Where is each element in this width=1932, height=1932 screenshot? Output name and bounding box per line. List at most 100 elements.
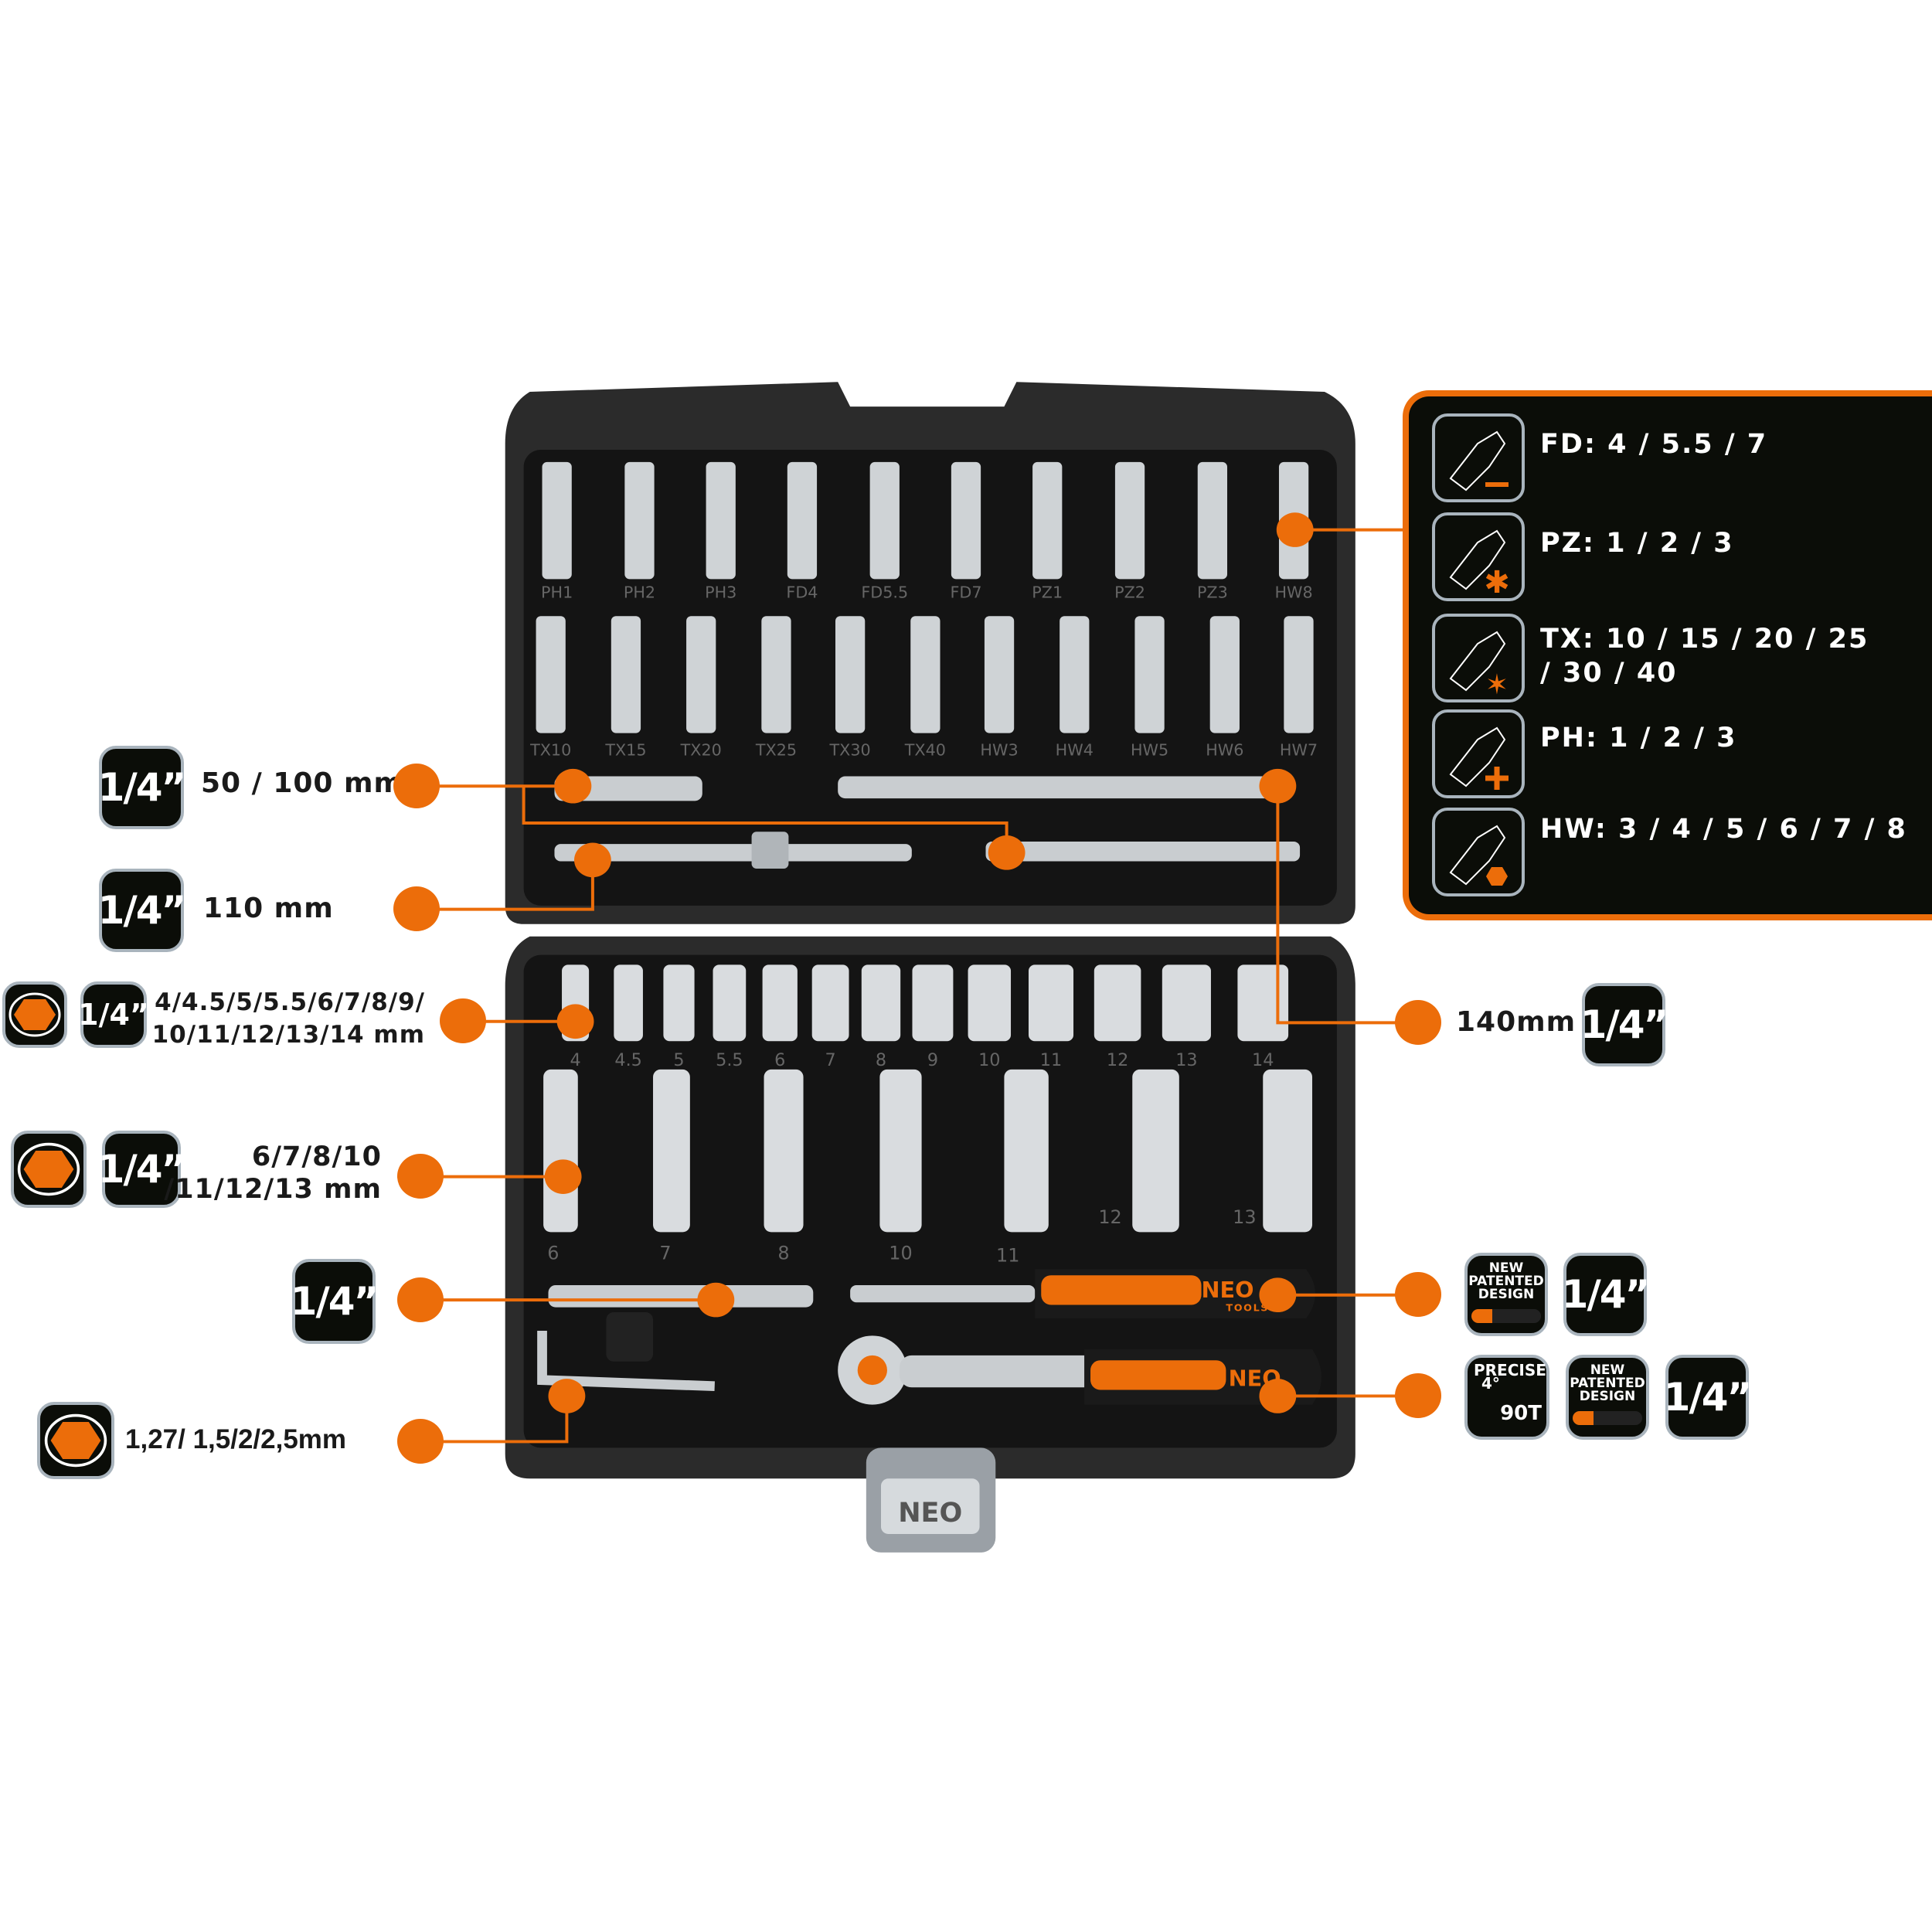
torx-line2: / 30 / 40 — [1540, 658, 1678, 689]
deep-socket-label: 6 — [547, 1242, 559, 1264]
phillips-bit-sizes: PH: 1 / 2 / 3 — [1540, 723, 1737, 753]
bit — [611, 616, 641, 733]
hex-bit-sizes: HW: 3 / 4 / 5 / 6 / 7 / 8 — [1540, 814, 1907, 845]
bit-label: TX15 — [604, 740, 646, 759]
bit — [1032, 461, 1063, 580]
patent-line2: PATENTED — [1468, 1274, 1544, 1289]
socket — [713, 964, 747, 1042]
bit-label: HW8 — [1274, 583, 1312, 601]
socket — [1028, 964, 1074, 1042]
hex-socket-badge — [2, 981, 67, 1048]
bit-label: HW3 — [980, 740, 1018, 759]
bit — [1060, 616, 1090, 733]
tool-marker-dot — [556, 1004, 594, 1039]
bit-label: HW7 — [1280, 740, 1318, 759]
patent-line3: DESIGN — [1579, 1389, 1636, 1404]
torx-line1: TX: 10 / 15 / 20 / 25 — [1540, 624, 1869, 655]
bit-label: TX40 — [904, 740, 946, 759]
bit-label: HW4 — [1056, 740, 1094, 759]
deep-sockets-size-label: 6/7/8/10 /11/12/13 mm — [164, 1141, 382, 1206]
deep-socket-label: 11 — [996, 1245, 1019, 1267]
bit-label: TX30 — [829, 740, 871, 759]
hex-socket-badge — [11, 1131, 87, 1208]
deep-socket — [543, 1069, 578, 1233]
handle-icon — [1471, 1309, 1541, 1323]
tool-marker-dot — [1259, 768, 1297, 804]
sockets-callout-dot — [440, 998, 486, 1043]
phillips-bit-icon — [1432, 709, 1525, 798]
socket-label: 4 — [570, 1050, 580, 1070]
deep-socket-label: 7 — [659, 1242, 671, 1264]
bit — [706, 461, 736, 580]
socket-label: 6 — [774, 1050, 785, 1070]
tool-marker-dot — [544, 1159, 582, 1194]
tool-marker-dot — [548, 1379, 586, 1413]
tool-marker-dot — [1259, 1379, 1297, 1413]
socket-label: 4.5 — [614, 1050, 641, 1070]
bit — [624, 461, 655, 580]
bit-label: PZ2 — [1114, 583, 1145, 601]
tool-marker-dot — [697, 1282, 735, 1318]
quarter-inch-badge: 1/4” — [98, 869, 186, 952]
tool-marker-dot — [1259, 1277, 1297, 1313]
deep-socket-label: 13 — [1233, 1206, 1256, 1228]
deep-socket — [1263, 1069, 1313, 1233]
deep-sockets-callout-dot — [397, 1154, 444, 1199]
bit — [910, 616, 940, 733]
socket — [811, 964, 849, 1042]
screwdriver: NEO TOOLS — [850, 1269, 1316, 1318]
bit-types-panel: FD: 4 / 5.5 / 7 ✱ PZ: 1 / 2 / 3 ✶ TX: 10… — [1403, 390, 1932, 920]
hex-keys-size-label: 1,27/ 1,5/2/2,5mm — [125, 1424, 347, 1454]
extensions-size-label: 50 / 100 mm — [201, 767, 404, 799]
pozidriv-bit-sizes: PZ: 1 / 2 / 3 — [1540, 528, 1734, 559]
latch-brand: NEO — [898, 1497, 962, 1529]
bit-label: HW6 — [1206, 740, 1243, 759]
screwdriver-brand: NEO — [1202, 1277, 1254, 1303]
patent-line2: PATENTED — [1570, 1376, 1645, 1391]
quarter-inch-badge: 1/4” — [1664, 1355, 1752, 1440]
extensions-callout-dot — [393, 764, 440, 808]
socket-label: 5.5 — [716, 1050, 743, 1070]
socket — [1162, 964, 1211, 1042]
quarter-inch-badge: 1/4” — [98, 746, 186, 829]
hex-bit-icon — [1432, 808, 1525, 896]
deep-sockets-size-line1: 6/7/8/10 — [251, 1141, 382, 1172]
patent-line1: NEW — [1590, 1362, 1625, 1378]
socket-label: 14 — [1252, 1050, 1274, 1070]
socket — [762, 964, 798, 1042]
sockets-size-label: 4/4.5/5/5.5/6/7/8/9/ 10/11/12/13/14 mm — [152, 986, 425, 1051]
bit — [835, 616, 866, 733]
sockets-size-line1: 4/4.5/5/5.5/6/7/8/9/ — [155, 988, 425, 1016]
case-latch: NEO — [866, 1447, 996, 1553]
extension-bar-size-label: 140mm — [1456, 1006, 1577, 1038]
deep-sockets-size-line2: /11/12/13 mm — [164, 1174, 382, 1205]
adapter-and-hex-keys — [537, 1284, 814, 1392]
bit-label: FD4 — [786, 583, 818, 601]
quarter-inch-badge: 1/4” — [1562, 1253, 1650, 1336]
deep-socket — [764, 1069, 804, 1233]
socket — [663, 964, 695, 1042]
quarter-inch-badge: 1/4” — [78, 981, 149, 1048]
handle-icon — [1573, 1411, 1642, 1425]
bit-label: PZ3 — [1197, 583, 1228, 601]
patented-design-badge: NEW PATENTED DESIGN — [1566, 1355, 1649, 1440]
tool-marker-dot — [988, 835, 1026, 870]
ratchet-callout-dot — [1395, 1373, 1441, 1418]
bit-label: TX20 — [680, 740, 722, 759]
bit-label: PZ1 — [1032, 583, 1063, 601]
pozidriv-bit-icon: ✱ — [1432, 512, 1525, 601]
deep-socket-label: 10 — [889, 1242, 912, 1264]
socket-label: 5 — [673, 1050, 684, 1070]
screwdriver-brand-sub: TOOLS — [1226, 1302, 1269, 1314]
bit — [951, 461, 981, 580]
tool-marker-dot — [1276, 512, 1314, 547]
socket-label: 11 — [1040, 1050, 1062, 1070]
hexagon-icon — [9, 992, 61, 1037]
bit — [1197, 461, 1228, 580]
torx-bit-sizes: TX: 10 / 15 / 20 / 25/ 30 / 40 — [1540, 622, 1869, 690]
deep-socket — [1132, 1069, 1179, 1233]
screwdriver-callout-dot — [1395, 1272, 1441, 1317]
patented-design-badge: NEW PATENTED DESIGN — [1464, 1253, 1548, 1336]
deep-socket-label: 8 — [777, 1242, 789, 1264]
